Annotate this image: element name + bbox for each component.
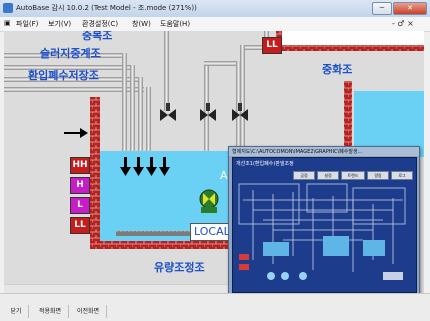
pipe — [164, 31, 169, 111]
right-tank-wall — [344, 81, 352, 161]
pipe — [204, 61, 240, 66]
pipe — [4, 65, 132, 70]
influent-storage-label: 환입폐수저장조 — [28, 69, 99, 82]
local-mode-box[interactable]: LOCAL — [190, 223, 234, 241]
status-bar: 닫기 적용화면 이전화면 — [0, 293, 430, 321]
valve-icon[interactable] — [200, 103, 216, 121]
pipe — [122, 53, 127, 157]
local-mode-label: LOCAL — [194, 225, 230, 238]
pipe — [146, 87, 151, 157]
pipe — [4, 77, 138, 82]
neutralization-tank-wall — [276, 45, 424, 51]
pipe — [240, 45, 245, 151]
level-indicator-ll: LL — [70, 217, 90, 234]
menu-doc-icon: ▣ — [4, 19, 11, 27]
flow-equalization-label: 유량조정조 — [154, 261, 205, 274]
popup-titlebar[interactable]: 형제지도\C:\AUTOCOMON\IMAGE2\GRAPHIC\폐수발생... — [229, 147, 419, 156]
horizontal-scrollbar[interactable] — [4, 284, 228, 293]
pipe — [4, 87, 144, 92]
pipe — [130, 65, 135, 157]
level-indicator-hh: HH — [70, 157, 90, 174]
menu-bar: ▣ 파일(F) 보기(V) 환경설정(C) 창(W) 도움말(H) - ♂ × — [0, 17, 430, 32]
menu-file[interactable]: 파일(F) — [16, 20, 39, 28]
level-indicator-l: L — [70, 197, 90, 214]
menu-settings[interactable]: 환경설정(C) — [82, 20, 119, 28]
diffuser-arrows-icon — [120, 157, 170, 176]
right-tank-level-ll: LL — [262, 37, 282, 54]
title-bar: AutoBase 감시 10.0.2 (Test Model - 조.mode … — [0, 0, 430, 18]
popup-content: 개선조1(환입폐수)판넬조정 공정 설정 트렌드 알람 로그 — [232, 157, 417, 293]
level-indicator-h: H — [70, 177, 90, 194]
pump-icon[interactable] — [199, 189, 219, 213]
window-title: AutoBase 감시 10.0.2 (Test Model - 조.mode … — [16, 4, 197, 12]
mdi-window-controls[interactable]: - ♂ × — [392, 19, 414, 28]
pipe — [4, 53, 124, 58]
sludge-thickener-label: 슬러지중계조 — [40, 47, 101, 60]
neutralization-tank-top — [276, 31, 424, 45]
popup-button[interactable]: 공정 — [293, 171, 315, 180]
minimize-button[interactable]: ─ — [372, 2, 392, 15]
popup-button[interactable]: 설정 — [317, 171, 339, 180]
popup-button[interactable]: 로그 — [391, 171, 413, 180]
app-icon — [3, 3, 13, 13]
close-button[interactable]: ✕ — [393, 2, 427, 15]
mini-process-diagram — [238, 183, 406, 280]
previous-screen-button[interactable]: 이전화면 — [70, 305, 107, 318]
valve-icon[interactable] — [232, 103, 248, 121]
diffuser-pipe — [116, 231, 196, 236]
popup-inner-title: 개선조1(환입폐수)판넬조정 — [236, 161, 294, 167]
valve-icon[interactable] — [160, 103, 176, 121]
popup-button[interactable]: 트렌드 — [341, 171, 365, 180]
partial-label: A — [220, 169, 228, 182]
pipe — [240, 45, 268, 50]
close-screen-button[interactable]: 닫기 — [4, 305, 29, 318]
popup-title: 형제지도\C:\AUTOCOMON\IMAGE2\GRAPHIC\폐수발생... — [232, 149, 363, 155]
pipe — [138, 77, 143, 157]
menu-window[interactable]: 창(W) — [132, 20, 151, 28]
neutralization-label: 중화조 — [322, 63, 353, 76]
popup-button[interactable]: 알람 — [367, 171, 389, 180]
inflow-arrow-head-icon — [80, 128, 88, 138]
apply-screen-button[interactable]: 적용화면 — [32, 305, 69, 318]
main-tank-left-wall — [90, 97, 100, 247]
top-tank-label: 중복조 — [82, 31, 113, 42]
main-tank-bottom-wall — [90, 241, 230, 249]
menu-view[interactable]: 보기(V) — [48, 20, 72, 28]
menu-help[interactable]: 도움말(H) — [160, 20, 191, 28]
overview-popup[interactable]: 형제지도\C:\AUTOCOMON\IMAGE2\GRAPHIC\폐수발생...… — [228, 146, 420, 296]
